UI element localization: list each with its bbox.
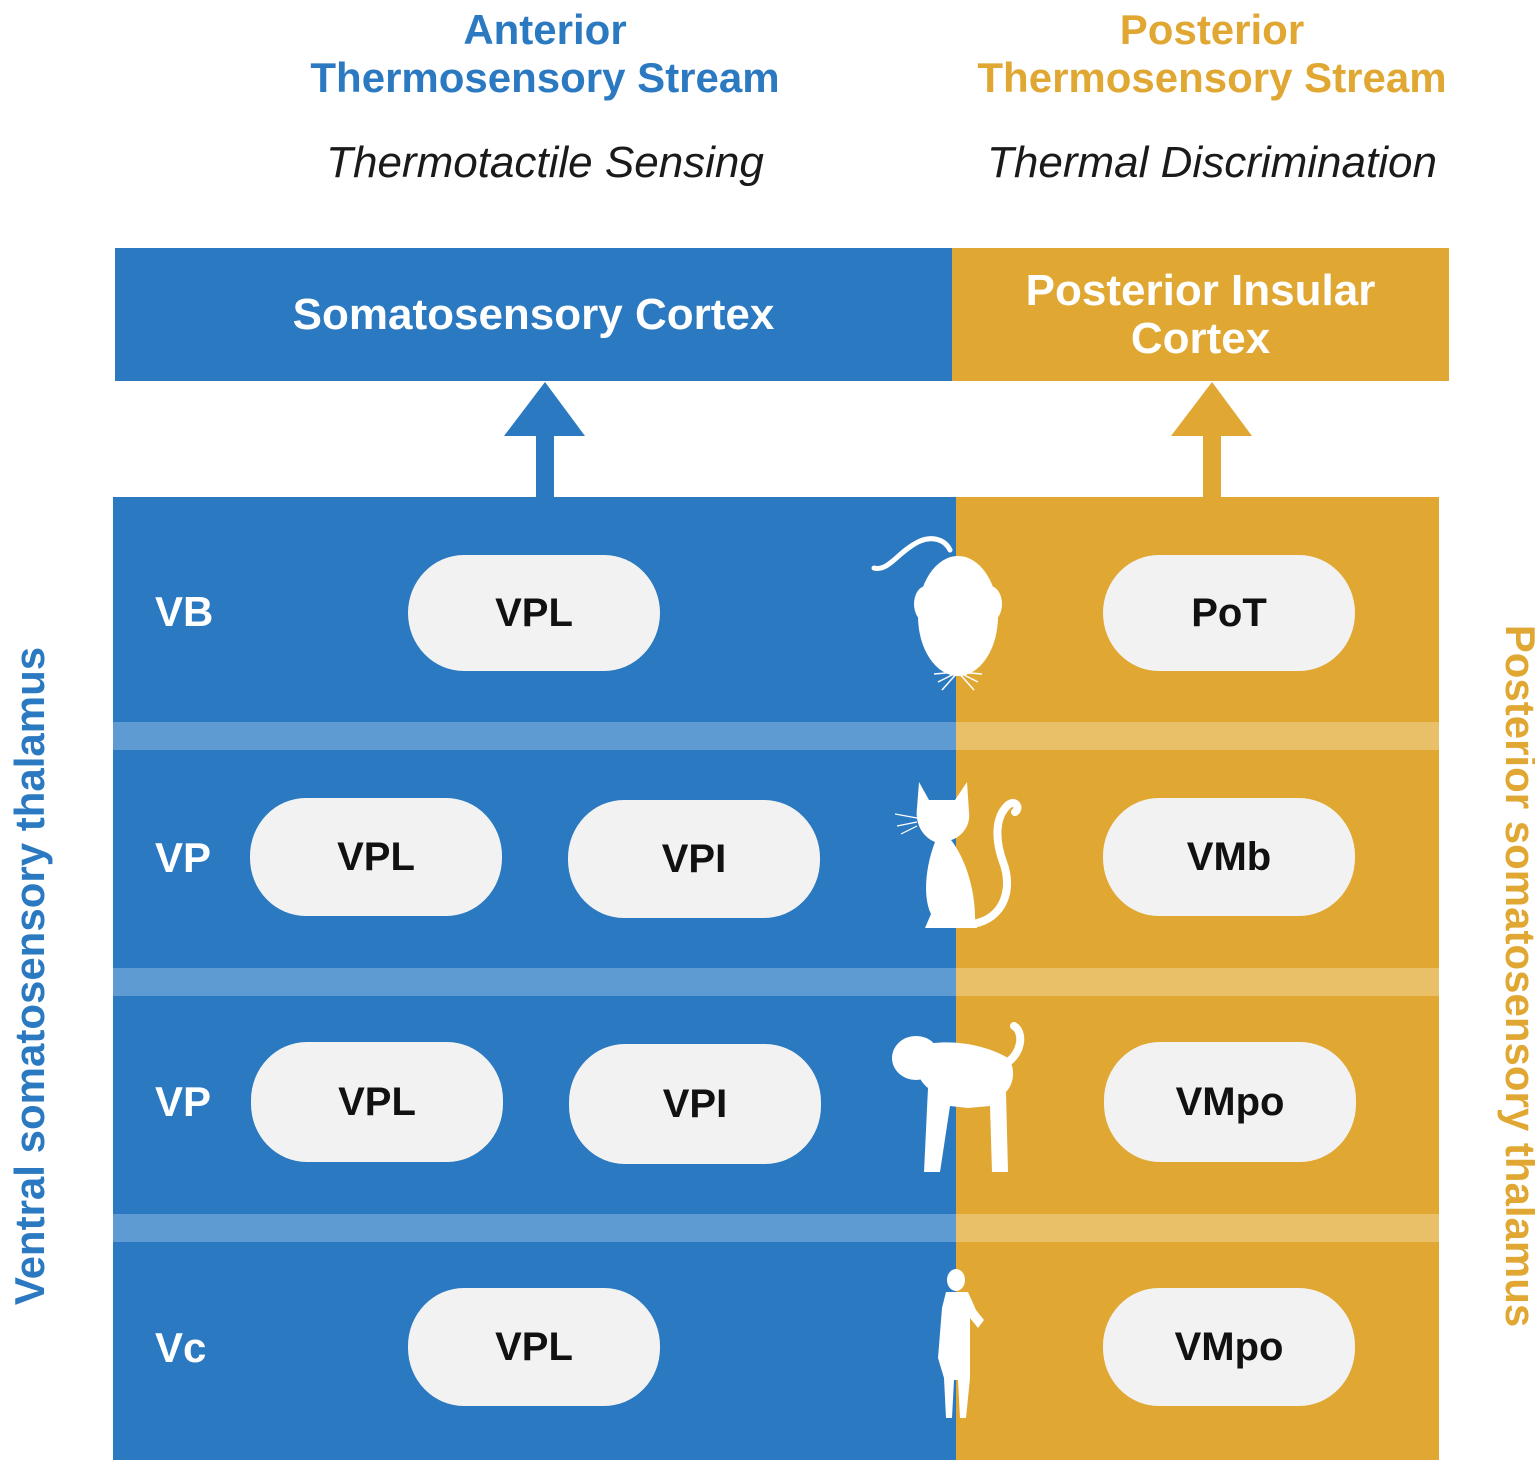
nucleus-pill: VPL — [408, 1288, 660, 1406]
somatosensory-cortex-box: Somatosensory Cortex — [115, 248, 952, 381]
anterior-stream-subtitle: Thermotactile Sensing — [326, 138, 764, 187]
nucleus-label: VPL — [495, 1324, 573, 1369]
nucleus-pill: VMb — [1103, 798, 1355, 916]
anterior-stream-title-line2: Thermosensory Stream — [310, 54, 780, 101]
nucleus-pill: VPI — [569, 1044, 821, 1164]
posterior-stream-subtitle: Thermal Discrimination — [987, 138, 1437, 187]
nucleus-label: VPL — [337, 834, 415, 879]
human-icon — [938, 1269, 984, 1418]
anterior-up-arrow — [504, 382, 585, 500]
row-divider — [113, 722, 956, 750]
row-group-label: VP — [155, 1078, 212, 1125]
nucleus-label: PoT — [1191, 590, 1267, 635]
monkey-icon — [892, 1022, 1025, 1172]
row-divider — [113, 1214, 956, 1242]
posterior-stream-title-line1: Posterior — [1119, 6, 1305, 53]
posterior-stream-title: Posterior Thermosensory Stream — [912, 6, 1512, 102]
posterior-up-arrow — [1171, 382, 1252, 500]
row-group-label: Vc — [155, 1324, 207, 1371]
row-divider — [956, 1214, 1439, 1242]
nucleus-label: VMpo — [1175, 1079, 1285, 1124]
nucleus-pill: VPL — [408, 555, 660, 671]
nucleus-pill: VPL — [251, 1042, 503, 1162]
posterior-stream-title-line2: Thermosensory Stream — [977, 54, 1447, 101]
posterior-insular-cortex-label-line1: Posterior Insular — [1025, 265, 1376, 315]
anterior-stream-title: Anterior Thermosensory Stream — [245, 6, 845, 102]
nucleus-label: VPL — [338, 1079, 416, 1124]
somatosensory-cortex-label: Somatosensory Cortex — [292, 289, 775, 339]
nucleus-pill: VPL — [250, 798, 502, 916]
row-divider — [113, 968, 956, 996]
nucleus-label: VMb — [1186, 834, 1272, 879]
posterior-insular-cortex-box: Posterior Insular Cortex — [952, 248, 1449, 381]
nucleus-label: VMpo — [1174, 1324, 1284, 1369]
row-group-label: VB — [155, 588, 214, 635]
row-divider — [956, 722, 1439, 750]
nucleus-pill: VMpo — [1104, 1042, 1356, 1162]
mouse-icon — [871, 536, 1002, 691]
posterior-insular-cortex-label-line2: Cortex — [1130, 313, 1271, 363]
nucleus-pill: PoT — [1103, 555, 1355, 671]
right-side-label: Posterior somatosensory thalamus — [1497, 624, 1535, 1328]
nucleus-pill: VPI — [568, 800, 820, 918]
row-group-label: VP — [155, 834, 212, 881]
nucleus-pill: VMpo — [1103, 1288, 1355, 1406]
nucleus-label: VPL — [495, 590, 573, 635]
nucleus-label: VPI — [662, 1081, 728, 1126]
cat-icon — [895, 782, 1022, 928]
left-side-label: Ventral somatosensory thalamus — [6, 646, 53, 1306]
row-divider — [956, 968, 1439, 996]
anterior-stream-title-line1: Anterior — [463, 6, 627, 53]
nucleus-label: VPI — [661, 836, 727, 881]
